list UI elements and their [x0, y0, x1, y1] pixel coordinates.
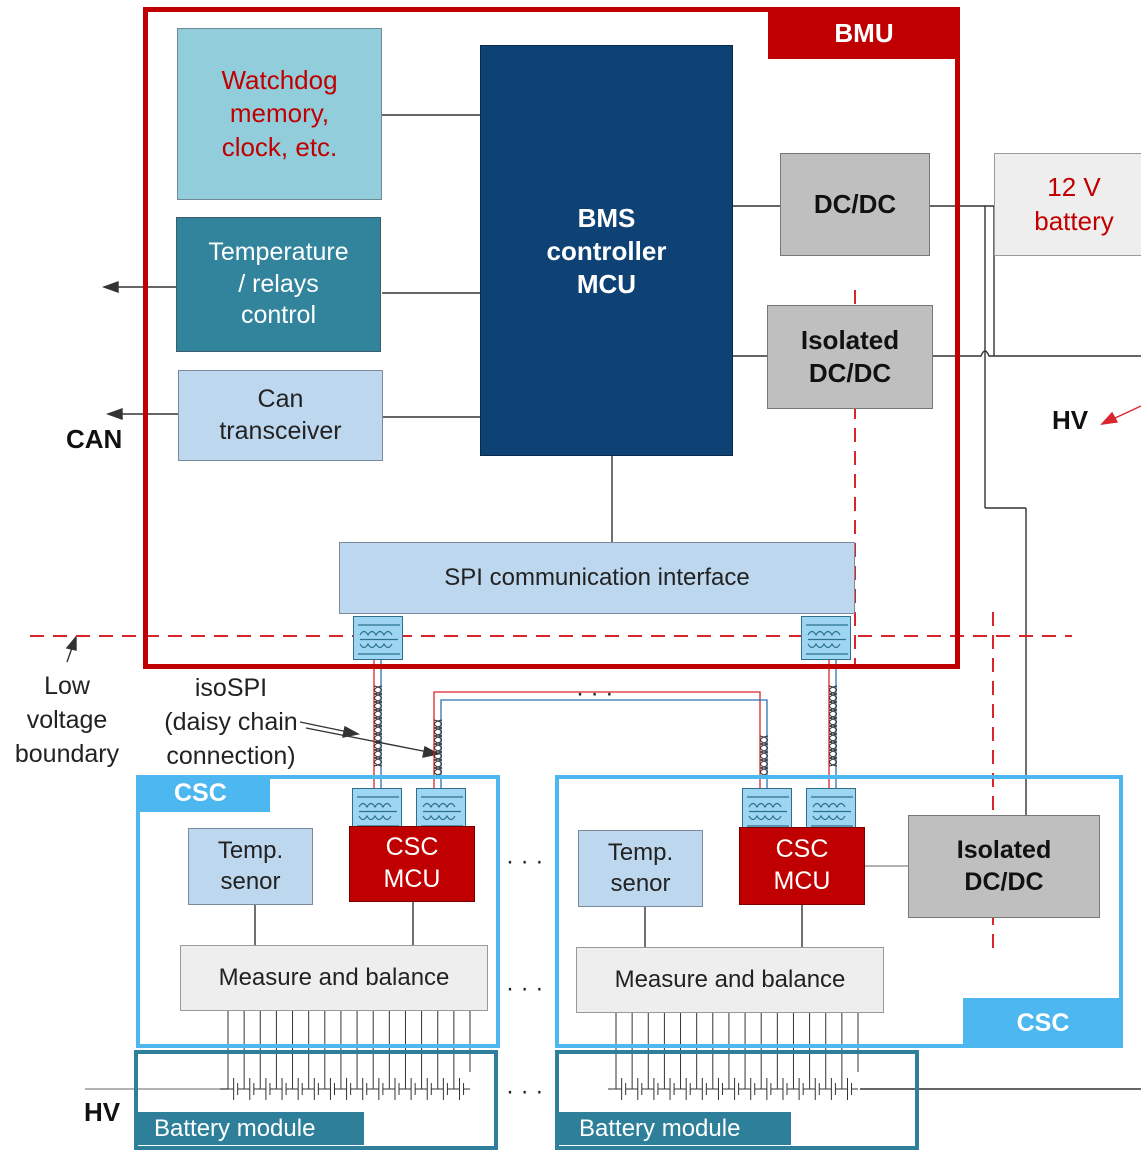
bms-controller-mcu-block: BMS controller MCU	[480, 45, 733, 456]
isolated-dcdc-block: Isolated DC/DC	[767, 305, 933, 409]
watchdog-block: Watchdog memory, clock, etc.	[177, 28, 382, 200]
csc-left-mcu: CSC MCU	[349, 826, 475, 902]
csc-right-transformer-2	[806, 788, 856, 832]
transformer-icon	[747, 796, 789, 827]
isospi-label: isoSPI (daisy chain connection)	[164, 674, 298, 770]
csc-left-temp-sensor: Temp. senor	[188, 828, 313, 905]
csc-right-measure-balance: Measure and balance	[576, 947, 884, 1013]
temperature-relays-control-block: Temperature / relays control	[176, 217, 381, 352]
can-transceiver-block: Can transceiver	[178, 370, 383, 461]
twisted-pair	[374, 685, 383, 767]
twisted-pair	[373, 685, 382, 767]
spi-interface-block: SPI communication interface	[339, 542, 855, 614]
twisted-pair	[828, 685, 837, 767]
hv-label-right: HV	[1052, 405, 1089, 435]
csc-right-frame	[555, 775, 1123, 1048]
bmu-frame	[143, 7, 960, 669]
battery-12v-block: 12 V battery	[994, 153, 1141, 256]
spi-transformer-right	[801, 616, 851, 660]
twisted-pair	[759, 735, 768, 777]
ellipsis-measure: · · ·	[506, 975, 544, 1002]
csc-left-tag: CSC	[136, 775, 270, 812]
battery-module-right-tag: Battery module	[555, 1112, 791, 1145]
low-voltage-boundary-label: Low voltage boundary	[14, 672, 120, 768]
twisted-pair	[829, 685, 838, 767]
can-label: CAN	[66, 424, 123, 454]
ellipsis-top: · · ·	[576, 680, 614, 707]
twisted-pair	[433, 719, 442, 777]
csc-right-tag: CSC	[963, 998, 1123, 1048]
transformer-icon	[358, 624, 400, 655]
hv-label-bottom: HV	[84, 1097, 121, 1127]
csc-left-measure-balance: Measure and balance	[180, 945, 488, 1011]
battery-module-left-tag: Battery module	[134, 1112, 364, 1145]
ellipsis-mcu: · · ·	[506, 848, 544, 875]
csc-right-temp-sensor: Temp. senor	[578, 830, 703, 907]
ellipsis-module: · · ·	[506, 1078, 544, 1105]
csc-right-isolated-dcdc: Isolated DC/DC	[908, 815, 1100, 918]
csc-left-frame	[136, 775, 500, 1048]
transformer-icon	[811, 796, 853, 827]
transformer-icon	[806, 624, 848, 655]
csc-right-mcu: CSC MCU	[739, 827, 865, 905]
csc-right-transformer-1	[742, 788, 792, 832]
twisted-pair	[760, 735, 769, 777]
bmu-tag: BMU	[768, 7, 960, 59]
dcdc-block: DC/DC	[780, 153, 930, 256]
spi-transformer-left	[353, 616, 403, 660]
twisted-pair	[434, 719, 443, 777]
